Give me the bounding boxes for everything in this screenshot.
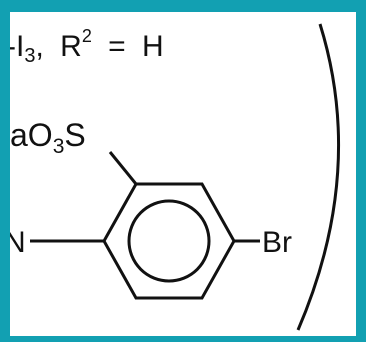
r-symbol: R [60, 30, 82, 63]
equals-sign: = [108, 30, 126, 63]
sulfonate-label: aO3S [10, 117, 86, 158]
separator: , [35, 30, 43, 63]
aromatic-circle [127, 199, 211, 283]
sulfonate-prefix: aO [10, 117, 53, 153]
right-parenthesis [296, 23, 341, 331]
r-superscript: 2 [82, 26, 92, 46]
lead-subscript: 3 [24, 45, 35, 67]
structure-drawing: -I3, R2 = H aO3S N Br [10, 16, 341, 331]
nitrogen-label: N [10, 226, 26, 259]
sulfonate-subscript: 3 [53, 135, 65, 158]
sulfur-ring-bond [108, 151, 138, 185]
lead-fragment: -I [10, 30, 24, 63]
substituent-definition: -I3, R2 = H [10, 16, 164, 67]
substituent-value: H [142, 30, 164, 63]
bromine-label: Br [262, 226, 292, 259]
sulfonate-atom: S [64, 117, 85, 153]
chemical-structure-panel: -I3, R2 = H aO3S N Br [10, 12, 356, 336]
